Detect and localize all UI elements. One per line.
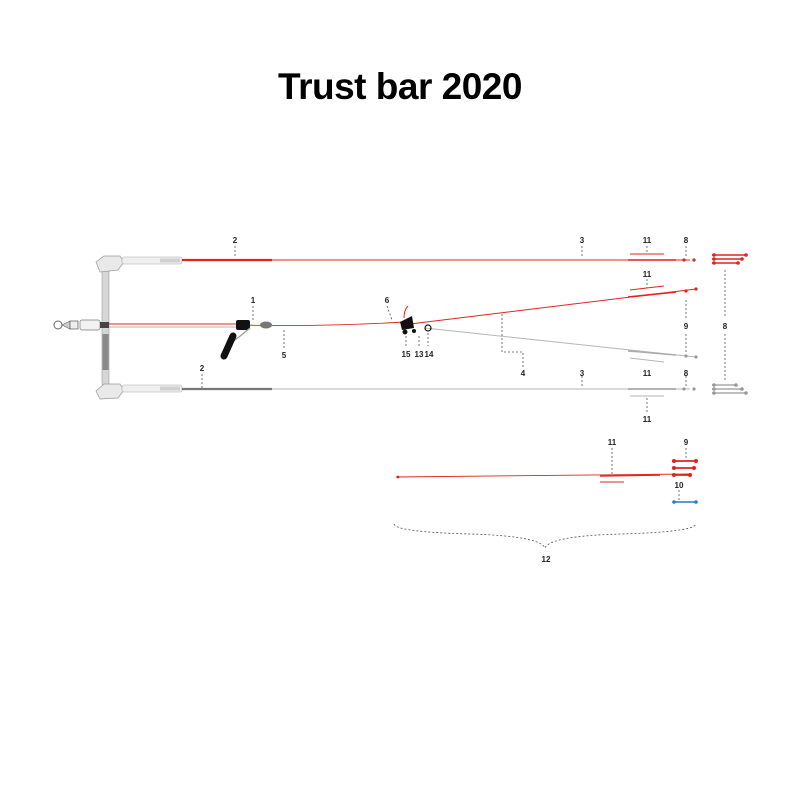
callout-10: 10 bbox=[675, 481, 684, 490]
callout-8-front: 8 bbox=[684, 236, 689, 245]
callout-8-spare: 8 bbox=[723, 322, 728, 331]
bracket-12 bbox=[393, 523, 697, 550]
callout-2-back: 2 bbox=[200, 364, 205, 373]
callout-15: 15 bbox=[402, 350, 411, 359]
spare-leader-lines-8 bbox=[712, 253, 748, 395]
callout-3-front: 3 bbox=[580, 236, 585, 245]
callout-labels: 2 3 11 8 11 1 6 5 15 13 14 4 9 8 2 3 11 … bbox=[200, 236, 728, 564]
front-lines bbox=[182, 253, 696, 262]
callout-13: 13 bbox=[415, 350, 424, 359]
callout-4: 4 bbox=[521, 369, 526, 378]
chicken-loop-icon bbox=[53, 319, 109, 331]
callout-3-back: 3 bbox=[580, 369, 585, 378]
spare-parts-lower bbox=[395, 459, 698, 504]
depower-handle-icon bbox=[220, 320, 272, 360]
callout-5: 5 bbox=[282, 351, 287, 360]
bar-end-float-icon bbox=[95, 255, 183, 273]
callout-12: 12 bbox=[542, 555, 551, 564]
back-lines bbox=[182, 387, 696, 397]
callout-6: 6 bbox=[385, 296, 390, 305]
center-lines bbox=[109, 285, 698, 363]
callout-11-center-front: 11 bbox=[643, 270, 652, 279]
callout-11-spare: 11 bbox=[608, 438, 617, 447]
callout-9-center: 9 bbox=[684, 322, 689, 331]
callout-9-spare: 9 bbox=[684, 438, 689, 447]
leader-lines bbox=[201, 246, 726, 500]
callout-1: 1 bbox=[251, 296, 256, 305]
pulley-icon bbox=[400, 305, 432, 335]
bar-end-float-icon bbox=[95, 383, 183, 400]
callout-11-back: 11 bbox=[643, 369, 652, 378]
diagram-title: Trust bar 2020 bbox=[278, 66, 522, 107]
callout-2-front: 2 bbox=[233, 236, 238, 245]
callout-11-front: 11 bbox=[643, 236, 652, 245]
callout-14: 14 bbox=[425, 350, 434, 359]
callout-8-back: 8 bbox=[684, 369, 689, 378]
callout-11-back-lower: 11 bbox=[643, 415, 652, 424]
